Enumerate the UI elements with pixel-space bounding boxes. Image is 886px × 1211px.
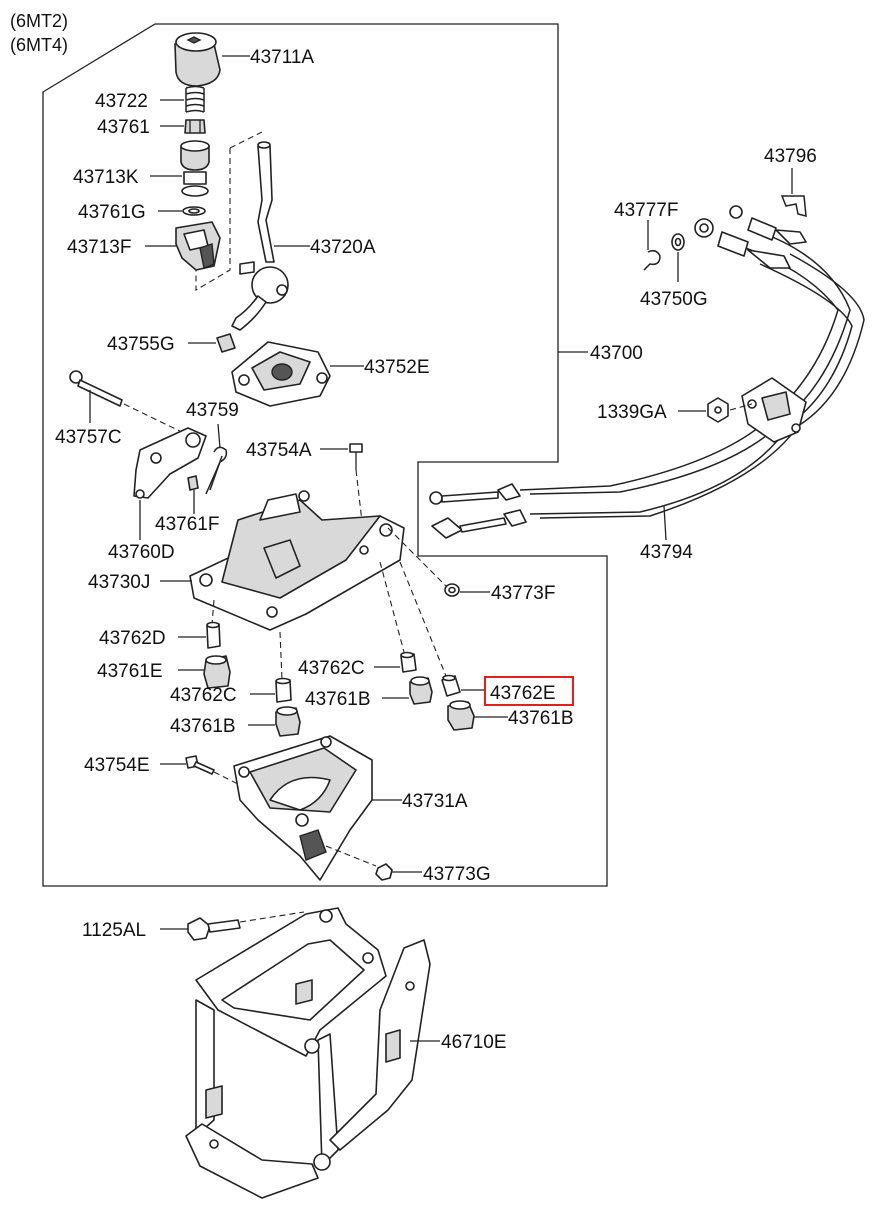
- part-label-43700[interactable]: 43700: [590, 343, 643, 364]
- washer-43773F-hole: [448, 586, 456, 594]
- part-label-1125AL[interactable]: 1125AL: [82, 920, 146, 941]
- cable-clip: [780, 195, 807, 217]
- washer-hole: [188, 208, 200, 214]
- part-label-43761G[interactable]: 43761G: [78, 202, 146, 223]
- collar-43762C-right-top: [400, 651, 414, 659]
- cable-nut-hole: [714, 406, 722, 414]
- part-label-43760D[interactable]: 43760D: [108, 542, 175, 563]
- bracket-bolt: [187, 917, 241, 941]
- mounting-bolt-top: [349, 443, 363, 470]
- dashed-guide-1339GA: [729, 403, 753, 411]
- dashed-guide-43762D: [211, 599, 215, 625]
- collar-43762D-top: [206, 621, 220, 629]
- mounting-bracket: [185, 907, 431, 1199]
- part-label-43777F[interactable]: 43777F: [614, 200, 678, 221]
- variant-label-6mt2: (6MT2): [10, 11, 68, 31]
- part-label-43773G[interactable]: 43773G: [423, 864, 491, 885]
- dashed-guide-43773G: [325, 845, 377, 867]
- mounting-bolt-lower: [185, 755, 215, 775]
- leader-43759: [217, 423, 221, 449]
- lever-sleeve: [180, 140, 210, 197]
- cable-washer-hole: [674, 237, 682, 247]
- part-label-43731A[interactable]: 43731A: [402, 791, 468, 812]
- spring-clip: [205, 446, 228, 495]
- shift-cable-assembly: [429, 205, 865, 539]
- select-lever-plate: [133, 427, 207, 499]
- part-label-43713F[interactable]: 43713F: [67, 237, 131, 258]
- part-label-43762C-right[interactable]: 43762C: [298, 658, 365, 679]
- part-label-43761F[interactable]: 43761F: [155, 514, 219, 535]
- part-label-43762D[interactable]: 43762D: [99, 628, 166, 649]
- part-label-43761E[interactable]: 43761E: [97, 661, 163, 682]
- pivot-bolt: [69, 370, 123, 407]
- dashed-guide-top: [229, 131, 263, 149]
- grommet-43761E: [203, 655, 231, 689]
- dashed-guide-lever: [195, 148, 231, 291]
- shift-bushing: [175, 221, 221, 271]
- shift-knob: [174, 32, 221, 87]
- lever-housing: [231, 341, 331, 407]
- part-label-43713K[interactable]: 43713K: [73, 167, 139, 188]
- part-label-1339GA[interactable]: 1339GA: [597, 402, 667, 423]
- part-label-43794[interactable]: 43794: [640, 542, 693, 563]
- part-label-43796[interactable]: 43796: [764, 146, 817, 167]
- variant-label-6mt4: (6MT4): [10, 35, 68, 55]
- dashed-guide-43762E: [399, 561, 447, 677]
- leader-43794: [663, 505, 667, 541]
- part-label-43773F[interactable]: 43773F: [491, 583, 555, 604]
- part-label-43761B-left[interactable]: 43761B: [170, 716, 236, 737]
- part-label-43730J[interactable]: 43730J: [88, 572, 150, 593]
- part-label-43761B-mid[interactable]: 43761B: [305, 689, 371, 710]
- lever-bushing: [216, 333, 236, 353]
- part-label-43722[interactable]: 43722: [95, 91, 148, 112]
- part-label-43754A[interactable]: 43754A: [246, 440, 312, 461]
- shift-lever: [231, 141, 289, 331]
- grommet-43761B-right: [447, 700, 475, 731]
- part-label-43761B-right[interactable]: 43761B: [508, 708, 574, 729]
- dashed-guide-bolt: [123, 403, 191, 437]
- dashed-guide-43773F: [387, 527, 447, 587]
- nut-43773G: [375, 863, 393, 881]
- part-label-43754E[interactable]: 43754E: [84, 755, 150, 776]
- grommet-43761B-left: [275, 706, 301, 737]
- grommet-43761B-mid: [409, 676, 433, 705]
- dashed-guide-43762C-right: [379, 561, 405, 653]
- part-label-43720A[interactable]: 43720A: [310, 237, 376, 258]
- part-label-43762E[interactable]: 43762E: [490, 683, 556, 704]
- dashed-guide-1125AL: [239, 911, 305, 923]
- part-label-43752E[interactable]: 43752E: [364, 357, 430, 378]
- highlight-box-43762E: [484, 676, 574, 706]
- lever-pin: [187, 475, 199, 491]
- part-label-43762C-left[interactable]: 43762C: [170, 685, 237, 706]
- part-label-46710E[interactable]: 46710E: [441, 1032, 507, 1053]
- spring: [185, 85, 205, 113]
- nut-small: [184, 119, 206, 134]
- part-label-43755G[interactable]: 43755G: [107, 334, 175, 355]
- part-label-43711A[interactable]: 43711A: [250, 47, 314, 68]
- shift-lever-base: [189, 490, 405, 631]
- part-label-43750G[interactable]: 43750G: [640, 289, 708, 310]
- dashed-guide-43762C-left: [279, 631, 283, 681]
- collar-43762E-top: [442, 674, 456, 682]
- cotter-pin: [643, 249, 661, 271]
- assembly-frame: [42, 23, 608, 887]
- collar-43762C-left-top: [275, 677, 291, 685]
- part-label-43761[interactable]: 43761: [97, 117, 150, 138]
- part-label-43759[interactable]: 43759: [186, 400, 239, 421]
- lower-housing: [233, 735, 373, 881]
- part-label-43757C[interactable]: 43757C: [55, 427, 122, 448]
